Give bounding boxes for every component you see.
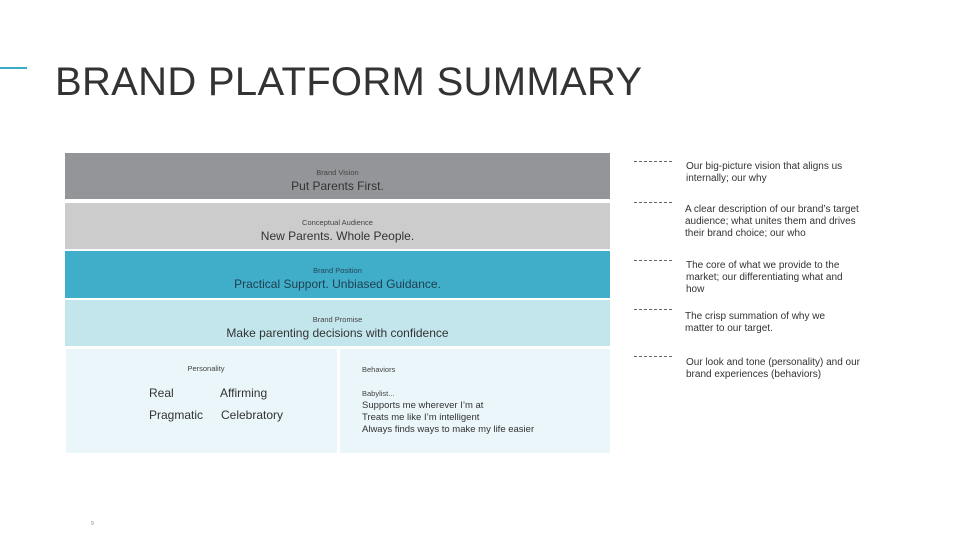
- band-statement: New Parents. Whole People.: [260, 229, 415, 243]
- brand-vision-band: Brand Vision Put Parents First.: [65, 153, 610, 199]
- personality-trait: Celebratory: [221, 408, 284, 422]
- dashed-connector: [634, 260, 672, 261]
- band-statement: Practical Support. Unbiased Guidance.: [234, 277, 441, 291]
- personality-cell: Personality Real Affirming Pragmatic Cel…: [66, 349, 337, 453]
- slide-title: BRAND PLATFORM SUMMARY: [55, 60, 643, 104]
- behavior-item: Supports me wherever I’m at: [362, 400, 484, 411]
- conceptual-audience-band: Conceptual Audience New Parents. Whole P…: [65, 203, 610, 249]
- page-number: 9: [91, 521, 94, 527]
- behavior-item: Always finds ways to make my life easier: [362, 424, 535, 435]
- personality-trait: Affirming: [220, 386, 268, 400]
- description-promise: The crisp summation of why we matter to …: [685, 311, 826, 334]
- description-vision: Our big-picture vision that aligns us in…: [686, 161, 843, 184]
- personality-trait: Pragmatic: [149, 408, 204, 422]
- dashed-connector: [634, 356, 672, 357]
- band-statement: Make parenting decisions with confidence: [226, 326, 449, 340]
- behaviors-intro: Babylist...: [362, 389, 395, 398]
- dashed-connector: [634, 161, 672, 162]
- behaviors-label: Behaviors: [362, 365, 396, 374]
- dashed-connector: [634, 202, 672, 203]
- behavior-item: Treats me like I’m intelligent: [362, 412, 480, 423]
- band-label: Brand Position: [313, 266, 362, 275]
- description-audience: A clear description of our brand’s targe…: [685, 204, 859, 239]
- brand-promise-band: Brand Promise Make parenting decisions w…: [65, 300, 610, 346]
- description-personality-behaviors: Our look and tone (personality) and our …: [686, 357, 860, 380]
- dashed-connector: [634, 309, 672, 310]
- description-position: The core of what we provide to the marke…: [686, 260, 843, 295]
- behaviors-cell: Behaviors Babylist... Supports me wherev…: [340, 349, 610, 453]
- band-label: Brand Vision: [316, 168, 359, 177]
- band-label: Conceptual Audience: [302, 218, 373, 227]
- accent-line: [0, 67, 27, 69]
- personality-label: Personality: [187, 364, 225, 373]
- band-statement: Put Parents First.: [291, 179, 384, 193]
- personality-trait: Real: [149, 386, 174, 400]
- brand-position-band: Brand Position Practical Support. Unbias…: [65, 251, 610, 298]
- band-label: Brand Promise: [312, 315, 363, 324]
